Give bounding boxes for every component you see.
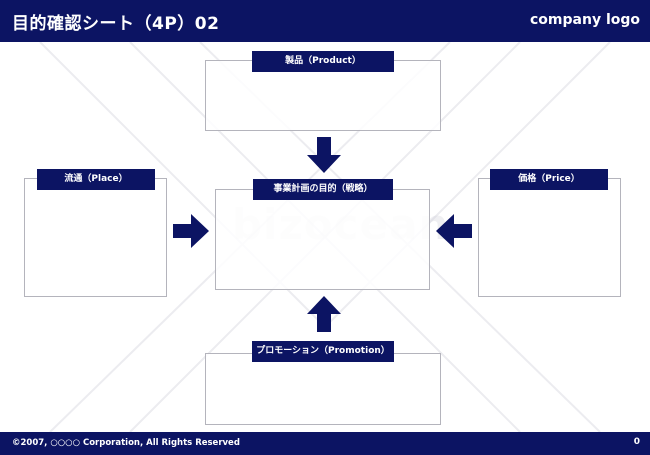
strategy-label: 事業計画の目的（戦略）	[253, 179, 393, 200]
header-bar: 目的確認シート（4P）02 company logo	[0, 0, 650, 42]
arrow-down-icon	[307, 137, 341, 173]
company-logo: company logo	[530, 12, 640, 28]
footer-bar: ©2007, ○○○○ Corporation, All Rights Rese…	[0, 432, 650, 455]
place-box[interactable]	[24, 178, 167, 297]
arrow-left-icon	[436, 214, 472, 248]
page-title: 目的確認シート（4P）02	[12, 14, 220, 34]
price-label: 価格（Price）	[490, 169, 608, 190]
page-number: 0	[633, 437, 640, 447]
arrow-up-icon	[307, 296, 341, 332]
strategy-box[interactable]	[215, 189, 430, 290]
price-box[interactable]	[478, 178, 621, 297]
promotion-box[interactable]	[205, 353, 441, 425]
promotion-label: プロモーション（Promotion）	[252, 341, 394, 362]
copyright-text: ©2007, ○○○○ Corporation, All Rights Rese…	[12, 438, 240, 448]
product-label: 製品（Product）	[252, 51, 394, 72]
arrow-right-icon	[173, 214, 209, 248]
place-label: 流通（Place）	[37, 169, 155, 190]
